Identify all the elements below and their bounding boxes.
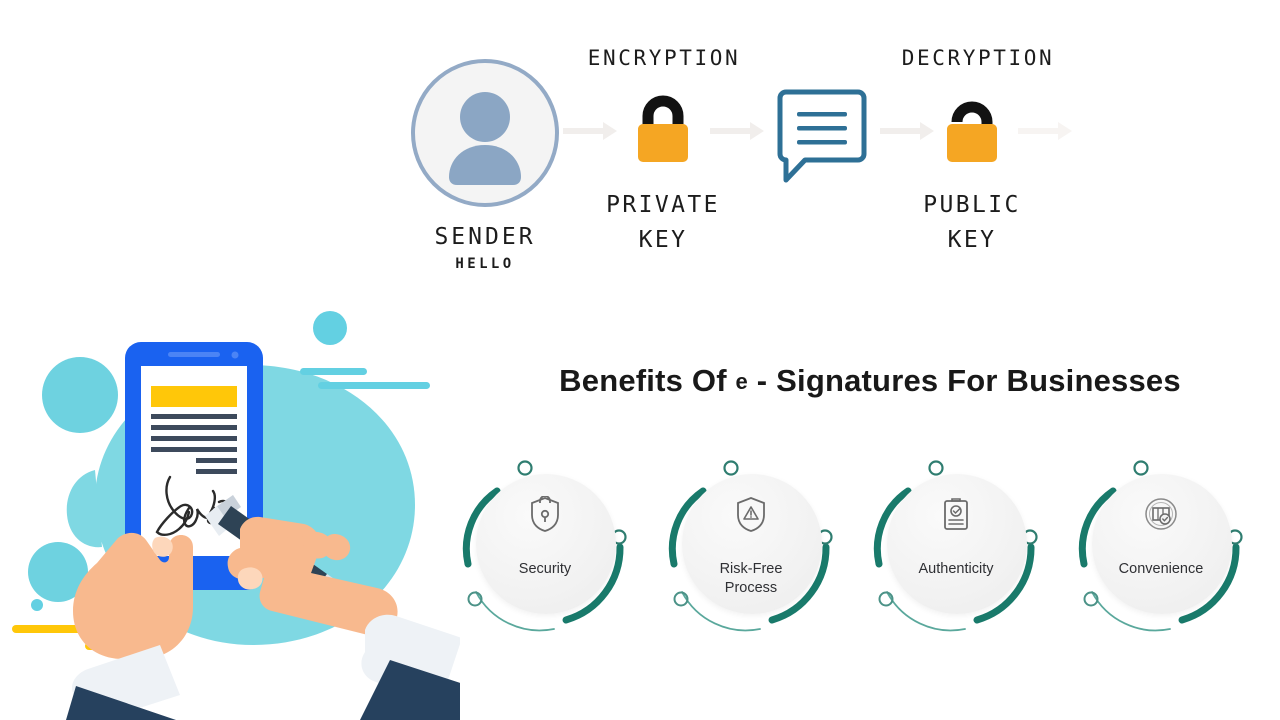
package-check-circle-icon — [1145, 498, 1177, 530]
cyan-dot — [31, 599, 43, 611]
arrow-right-icon — [880, 122, 934, 140]
ring-marker — [467, 591, 483, 607]
hand-signing-phone-illustration — [0, 300, 460, 720]
document-header-bar — [151, 386, 237, 407]
benefit-label-line1: Risk-Free — [719, 561, 783, 577]
ring-marker — [723, 460, 739, 476]
ring-marker — [517, 460, 533, 476]
benefit-card-security[interactable]: Security — [450, 452, 640, 648]
benefit-ring-decoration — [668, 460, 833, 632]
benefit-circle — [476, 474, 616, 614]
benefit-card-convenience[interactable]: Convenience — [1066, 452, 1256, 648]
benefits-heading-part1: Benefits Of — [559, 363, 736, 398]
benefits-heading-part2: - Signatures For Businesses — [747, 363, 1181, 398]
closed-padlock-icon — [638, 95, 688, 162]
benefit-circle — [1092, 474, 1232, 614]
sender-avatar — [411, 59, 559, 207]
shield-lock-icon — [531, 496, 559, 532]
blue-line — [300, 368, 367, 375]
arrow-right-icon — [710, 122, 764, 140]
private-key-line2: KEY — [638, 227, 688, 253]
sender-message: HELLO — [455, 256, 515, 272]
benefit-ring-decoration — [462, 460, 627, 632]
private-key-label: PRIVATE KEY — [563, 188, 763, 258]
benefit-ring-decoration — [873, 460, 1038, 632]
benefit-label-line2: Process — [724, 580, 778, 596]
benefit-circle — [887, 474, 1027, 614]
ring-marker — [1083, 591, 1099, 607]
ring-marker — [878, 591, 894, 607]
sender-name: SENDER — [434, 224, 536, 250]
arrow-right-icon — [563, 122, 617, 140]
benefit-circle — [682, 474, 822, 614]
public-key-line1: PUBLIC — [923, 192, 1021, 218]
benefit-card-authenticity[interactable]: Authenticity — [861, 452, 1051, 648]
right-hand — [227, 516, 398, 636]
encryption-label: ENCRYPTION — [587, 46, 741, 70]
left-hand — [73, 532, 193, 659]
decryption-label: DECRYPTION — [901, 46, 1055, 70]
clipboard-check-icon — [944, 498, 968, 530]
arrow-right-icon — [1018, 122, 1072, 140]
benefits-card-row: Security Risk-Fre — [450, 452, 1260, 652]
public-key-line2: KEY — [947, 227, 997, 253]
benefits-heading-e: e — [735, 369, 748, 394]
benefit-card-risk-free-process[interactable]: Risk-Free Process — [656, 452, 846, 648]
private-key-line1: PRIVATE — [606, 192, 720, 218]
benefit-label: Convenience — [1118, 561, 1204, 577]
benefit-label: Security — [518, 561, 572, 577]
cyan-circle-small — [28, 542, 88, 602]
benefit-label: Authenticity — [918, 561, 994, 577]
message-bubble-icon — [777, 89, 867, 183]
public-key-label: PUBLIC KEY — [872, 188, 1072, 258]
blue-line — [318, 382, 430, 389]
user-avatar-icon — [449, 92, 521, 185]
benefits-heading: Benefits Of e - Signatures For Businesse… — [470, 363, 1270, 399]
cyan-circle-top — [313, 311, 347, 345]
ring-marker — [928, 460, 944, 476]
right-sleeve — [360, 660, 460, 720]
open-padlock-icon — [947, 101, 997, 162]
ring-marker — [673, 591, 689, 607]
shield-alert-icon — [737, 497, 765, 532]
left-sleeve — [66, 686, 176, 720]
cyan-circle-large — [42, 357, 118, 433]
benefit-label: Risk-Free Process — [656, 560, 846, 598]
encryption-flow-diagram: ENCRYPTION DECRYPTION SENDER HELLO PRIVA… — [0, 0, 1280, 295]
ring-marker — [1133, 460, 1149, 476]
